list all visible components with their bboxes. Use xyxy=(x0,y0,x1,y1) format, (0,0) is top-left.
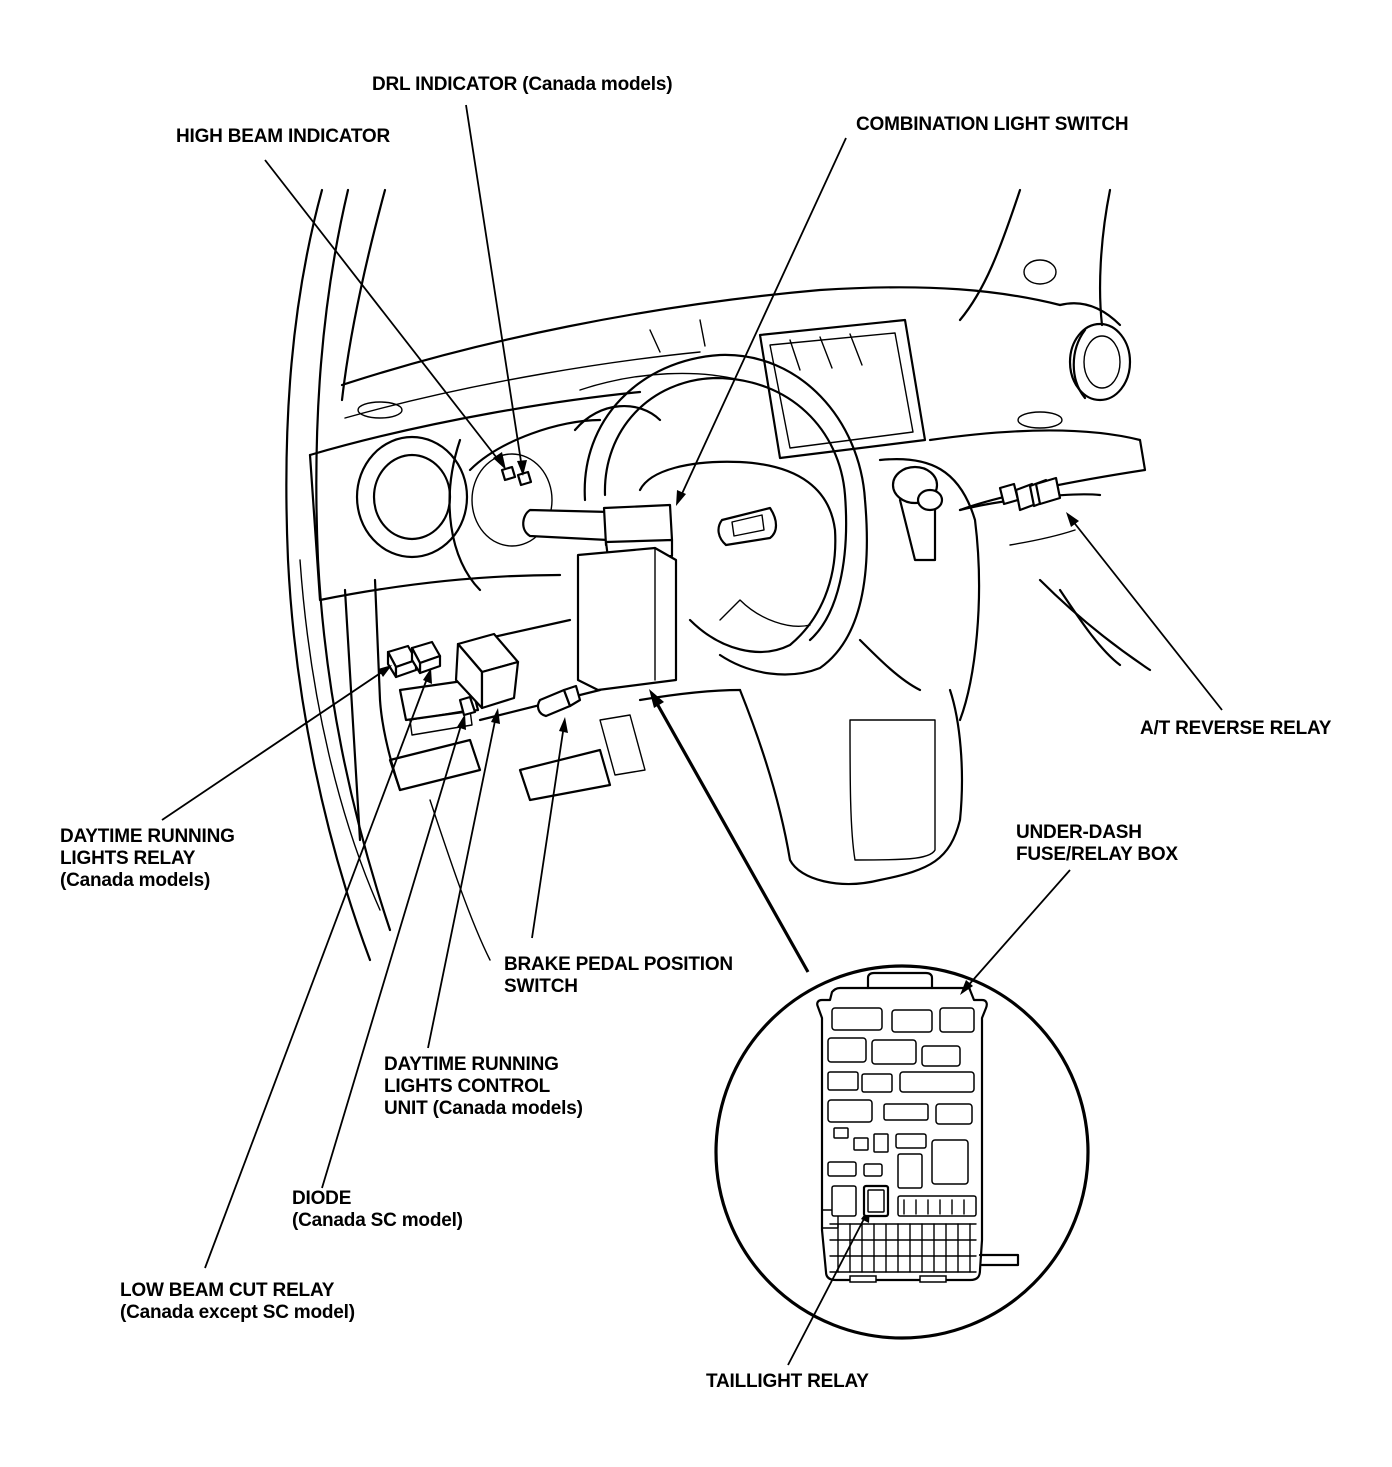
under-dash-fuse-relay-box-label: UNDER-DASH FUSE/RELAY BOX xyxy=(1016,822,1178,865)
lower-dash xyxy=(343,578,742,961)
drl-relay-part xyxy=(386,644,418,679)
at-reverse-relay-part xyxy=(998,476,1062,512)
gauge-cluster xyxy=(308,372,741,602)
drl-indicator-part xyxy=(516,470,533,487)
steering-wheel xyxy=(583,319,868,676)
fuse-box-detail-circle xyxy=(714,964,1090,1340)
combination-switch-stalk xyxy=(522,503,678,692)
drl-control-unit-part xyxy=(454,632,520,710)
taillight-relay-label: TAILLIGHT RELAY xyxy=(706,1371,869,1392)
drl-control-unit-label: DAYTIME RUNNING LIGHTS CONTROL UNIT (Can… xyxy=(384,1054,583,1119)
brake-pedal-position-switch-label: BRAKE PEDAL POSITION SWITCH xyxy=(504,954,733,997)
combination-light-switch-label: COMBINATION LIGHT SWITCH xyxy=(856,114,1129,135)
mini-fuse-grid xyxy=(829,1199,977,1273)
leader-lines xyxy=(161,104,1223,1366)
drl-indicator-label: DRL INDICATOR (Canada models) xyxy=(372,74,673,95)
at-reverse-relay-label: A/T REVERSE RELAY xyxy=(1140,718,1332,739)
brake-pedal-switch-part xyxy=(536,684,582,718)
high-beam-indicator-label: HIGH BEAM INDICATOR xyxy=(176,126,390,147)
center-console xyxy=(738,318,981,886)
low-beam-cut-relay-part xyxy=(410,640,442,675)
diode-part xyxy=(458,695,477,717)
dashboard-top xyxy=(308,188,1122,457)
high-beam-indicator-part xyxy=(500,465,517,482)
low-beam-cut-relay-label: LOW BEAM CUT RELAY (Canada except SC mod… xyxy=(120,1280,355,1323)
diode-label: DIODE (Canada SC model) xyxy=(292,1188,463,1231)
a-pillar-outline xyxy=(285,188,392,962)
drl-relay-label: DAYTIME RUNNING LIGHTS RELAY (Canada mod… xyxy=(60,826,235,891)
